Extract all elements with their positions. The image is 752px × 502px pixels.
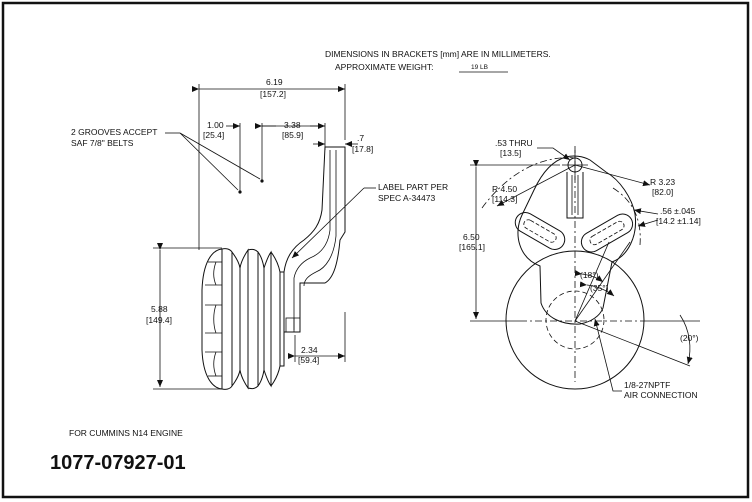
- angle-18: (18°): [580, 270, 599, 280]
- mounting-bracket: [283, 146, 346, 333]
- dim-height-in: 6.50: [463, 232, 480, 242]
- slot-width-mm: [14.2 ±1.14]: [656, 216, 701, 226]
- weight-label: APPROXIMATE WEIGHT:: [335, 62, 434, 72]
- air-note-line1: 1/8-27NPTF: [624, 380, 670, 390]
- pulley-grooves: [221, 248, 285, 390]
- thru-hole-mm: [13.5]: [500, 148, 521, 158]
- radius-small-mm: [82.0]: [652, 187, 673, 197]
- dim-offset-in: 2.34: [301, 345, 318, 355]
- units-note: DIMENSIONS IN BRACKETS [mm] ARE IN MILLI…: [325, 49, 551, 59]
- radius-large-mm: [114.3]: [492, 194, 517, 204]
- grooves-note-line2: SAF 7/8" BELTS: [71, 138, 134, 148]
- dim-overall-width-mm: [157.2]: [260, 89, 286, 99]
- dim-pulley-to-mount-mm: [85.9]: [282, 130, 303, 140]
- radius-large-in: R 4.50: [492, 184, 517, 194]
- left-slot: [514, 212, 566, 250]
- dim-overall-width-in: 6.19: [266, 77, 283, 87]
- radius-small-in: R 3.23: [650, 177, 675, 187]
- side-view: 6.19 [157.2] 1.00 [25.4] 3.38 [85.9] .7 …: [71, 77, 448, 390]
- dim-bracket-thickness-in: .7: [357, 133, 364, 143]
- dim-pulley-diameter-mm: [149.4]: [146, 315, 172, 325]
- grooves-note-line1: 2 GROOVES ACCEPT: [71, 127, 157, 137]
- angle-35: (35°): [590, 283, 609, 293]
- label-note-line1: LABEL PART PER: [378, 182, 448, 192]
- thru-hole-in: .53 THRU: [495, 138, 533, 148]
- front-view: (18°) (35°) (20°) 6.50 [165.1] .53 THRU …: [459, 138, 701, 400]
- dim-offset-mm: [59.4]: [298, 355, 319, 365]
- slot-width-in: .56 ±.045: [660, 206, 696, 216]
- air-note-line2: AIR CONNECTION: [624, 390, 698, 400]
- right-slot: [580, 213, 634, 253]
- engine-note: FOR CUMMINS N14 ENGINE: [69, 428, 183, 438]
- dim-groove-spacing-in: 1.00: [207, 120, 224, 130]
- weight-value: 19 LB: [471, 64, 488, 71]
- dim-groove-spacing-mm: [25.4]: [203, 130, 224, 140]
- dim-pulley-diameter-in: 5.88: [151, 304, 168, 314]
- dim-bracket-thickness-mm: [17.8]: [352, 144, 373, 154]
- angle-20: (20°): [680, 333, 699, 343]
- dim-pulley-to-mount-in: 3.38: [284, 120, 301, 130]
- pulley-hub: [201, 248, 223, 390]
- label-note-line2: SPEC A-34473: [378, 193, 435, 203]
- part-number: 1077-07927-01: [50, 452, 186, 474]
- dim-height-mm: [165.1]: [459, 242, 485, 252]
